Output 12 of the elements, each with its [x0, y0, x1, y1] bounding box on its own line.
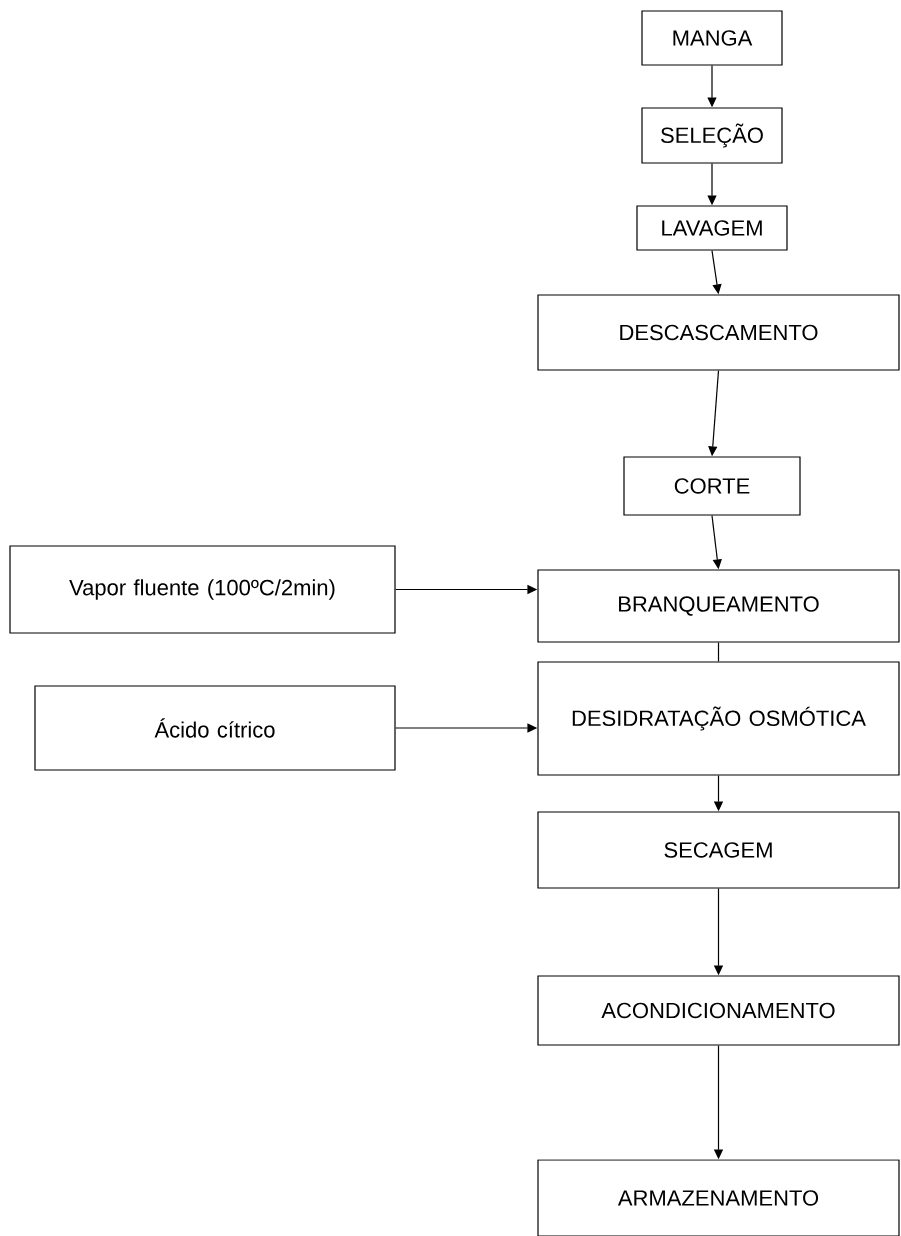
process-box: BRANQUEAMENTO	[537, 569, 900, 643]
process-box: SELEÇÃO	[641, 107, 783, 164]
process-box: DESCASCAMENTO	[537, 294, 900, 371]
process-box: ACONDICIONAMENTO	[537, 975, 900, 1046]
process-box: ARMAZENAMENTO	[537, 1159, 900, 1236]
process-box: CORTE	[623, 456, 801, 516]
input-box: Vapor fluente (100ºC/2min)	[9, 545, 396, 634]
process-box: LAVAGEM	[636, 205, 788, 251]
process-box: SECAGEM	[537, 811, 900, 889]
process-box: MANGA	[641, 10, 783, 66]
input-box: Ácido cítrico	[34, 685, 396, 771]
process-box: DESIDRATAÇÃO OSMÓTICA	[537, 661, 900, 776]
